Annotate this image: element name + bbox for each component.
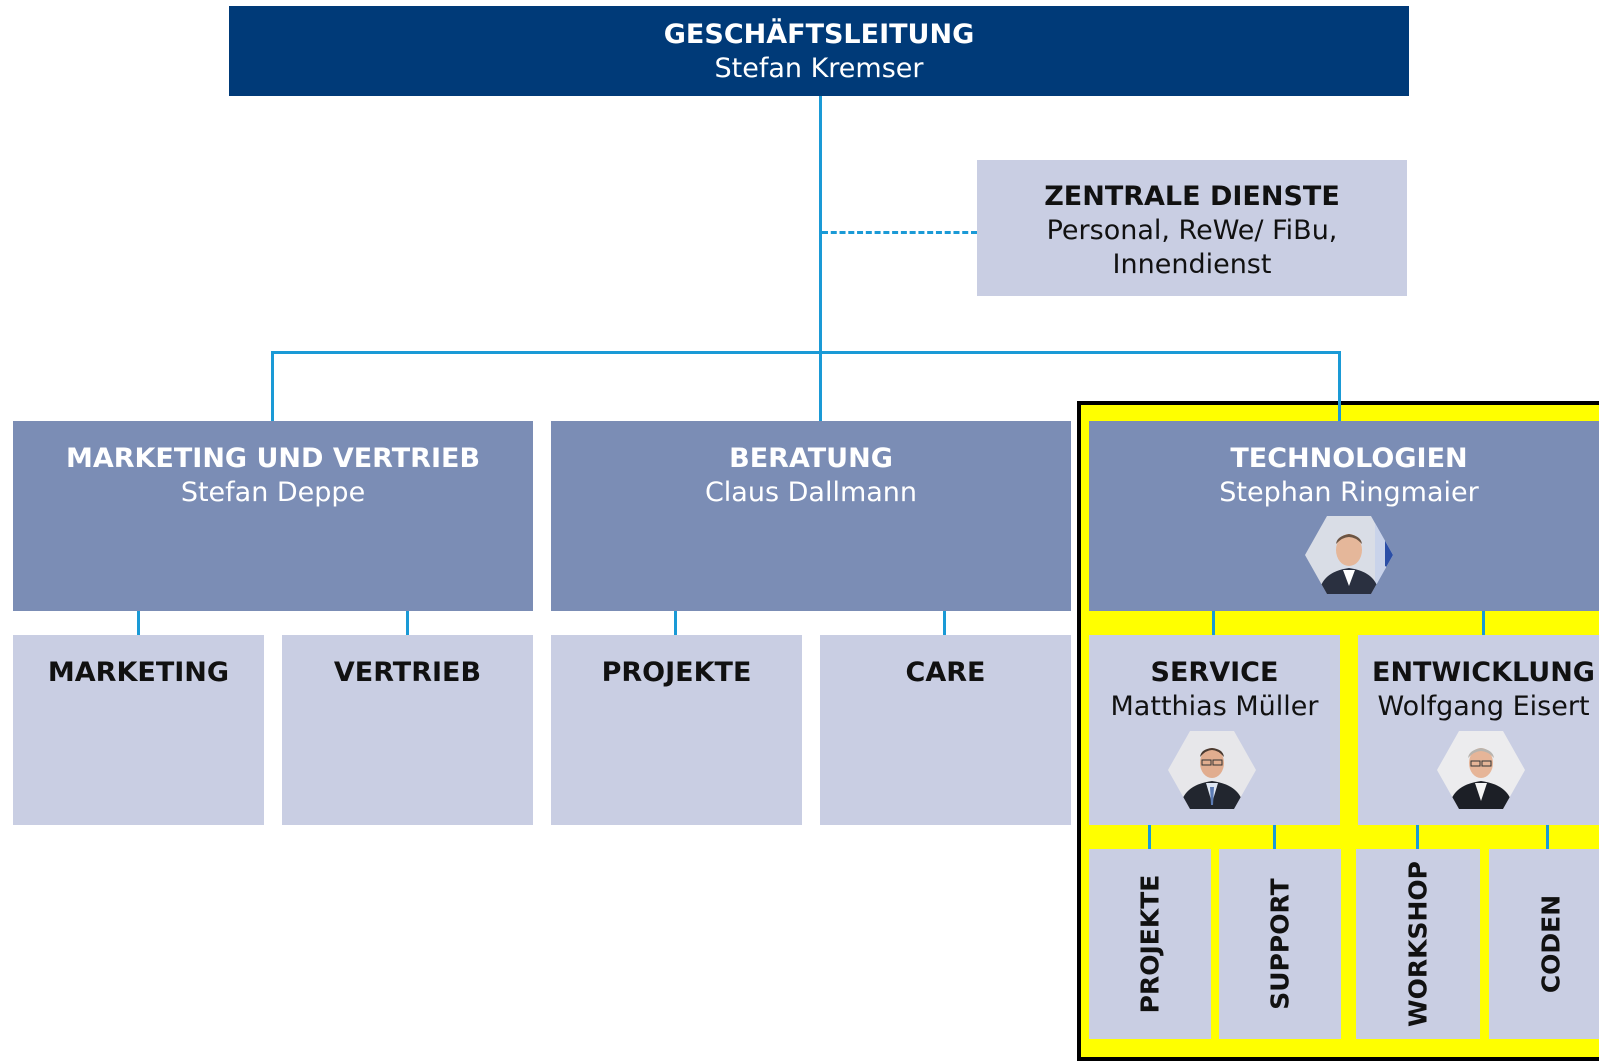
connector-service <box>1212 611 1215 635</box>
connector-projekte <box>674 611 677 635</box>
service-title: SERVICE <box>1150 657 1279 688</box>
marketing-vertrieb-box: MARKETING UND VERTRIEB Stefan Deppe <box>13 421 533 611</box>
mueller-photo-icon <box>1168 731 1256 809</box>
sub-coden-title: CODEN <box>1536 894 1566 994</box>
connector-sub-workshop <box>1416 825 1419 849</box>
connector-horizontal <box>271 351 1340 354</box>
service-name: Matthias Müller <box>1110 691 1319 722</box>
sub-support-box: SUPPORT <box>1219 849 1341 1039</box>
geschaeftsleitung-title: GESCHÄFTSLEITUNG <box>663 19 975 50</box>
entwicklung-name: Wolfgang Eisert <box>1377 691 1590 722</box>
connector-marketing-vertrieb <box>271 351 274 421</box>
entwicklung-box: ENTWICKLUNG Wolfgang Eisert <box>1358 635 1599 825</box>
geschaeftsleitung-box: GESCHÄFTSLEITUNG Stefan Kremser <box>229 6 1409 96</box>
projekte-title: PROJEKTE <box>601 657 752 688</box>
marketing-title: MARKETING <box>47 657 230 688</box>
beratung-title: BERATUNG <box>729 443 893 474</box>
connector-entwicklung <box>1482 611 1485 635</box>
zentrale-dienste-box: ZENTRALE DIENSTE Personal, ReWe/ FiBu, I… <box>977 160 1407 296</box>
sub-support-title: SUPPORT <box>1265 878 1295 1010</box>
marketing-vertrieb-name: Stefan Deppe <box>180 477 366 508</box>
connector-beratung <box>819 410 822 421</box>
vertrieb-title: VERTRIEB <box>333 657 482 688</box>
sub-projekte-title: PROJEKTE <box>1135 874 1165 1014</box>
beratung-name: Claus Dallmann <box>704 477 918 508</box>
marketing-vertrieb-title: MARKETING UND VERTRIEB <box>65 443 481 474</box>
connector-zentrale-dashed <box>822 231 977 234</box>
ringmaier-photo-icon <box>1305 516 1393 594</box>
marketing-box: MARKETING <box>13 635 264 825</box>
eisert-photo-icon <box>1437 731 1525 809</box>
connector-vertrieb <box>406 611 409 635</box>
connector-care <box>943 611 946 635</box>
connector-sub-projekte <box>1148 825 1151 849</box>
care-box: CARE <box>820 635 1071 825</box>
beratung-box: BERATUNG Claus Dallmann <box>551 421 1071 611</box>
sub-projekte-box: PROJEKTE <box>1089 849 1211 1039</box>
vertrieb-box: VERTRIEB <box>282 635 533 825</box>
technologien-box: TECHNOLOGIEN Stephan Ringmaier <box>1089 421 1599 611</box>
care-title: CARE <box>905 657 986 688</box>
zentrale-dienste-line2: Innendienst <box>1112 249 1272 280</box>
entwicklung-title: ENTWICKLUNG <box>1372 657 1595 688</box>
technologien-title: TECHNOLOGIEN <box>1230 443 1468 474</box>
connector-technologien <box>1338 351 1341 421</box>
zentrale-dienste-title: ZENTRALE DIENSTE <box>1044 181 1340 212</box>
service-box: SERVICE Matthias Müller <box>1089 635 1340 825</box>
geschaeftsleitung-name: Stefan Kremser <box>714 53 924 84</box>
technologien-name: Stephan Ringmaier <box>1219 477 1479 508</box>
zentrale-dienste-line1: Personal, ReWe/ FiBu, <box>1046 215 1338 246</box>
projekte-box: PROJEKTE <box>551 635 802 825</box>
sub-workshop-box: WORKSHOP <box>1356 849 1480 1039</box>
connector-sub-support <box>1273 825 1276 849</box>
connector-marketing <box>137 611 140 635</box>
connector-sub-coden <box>1546 825 1549 849</box>
connector-main-vertical <box>819 96 822 421</box>
sub-workshop-title: WORKSHOP <box>1403 861 1433 1027</box>
sub-coden-box: CODEN <box>1489 849 1599 1039</box>
